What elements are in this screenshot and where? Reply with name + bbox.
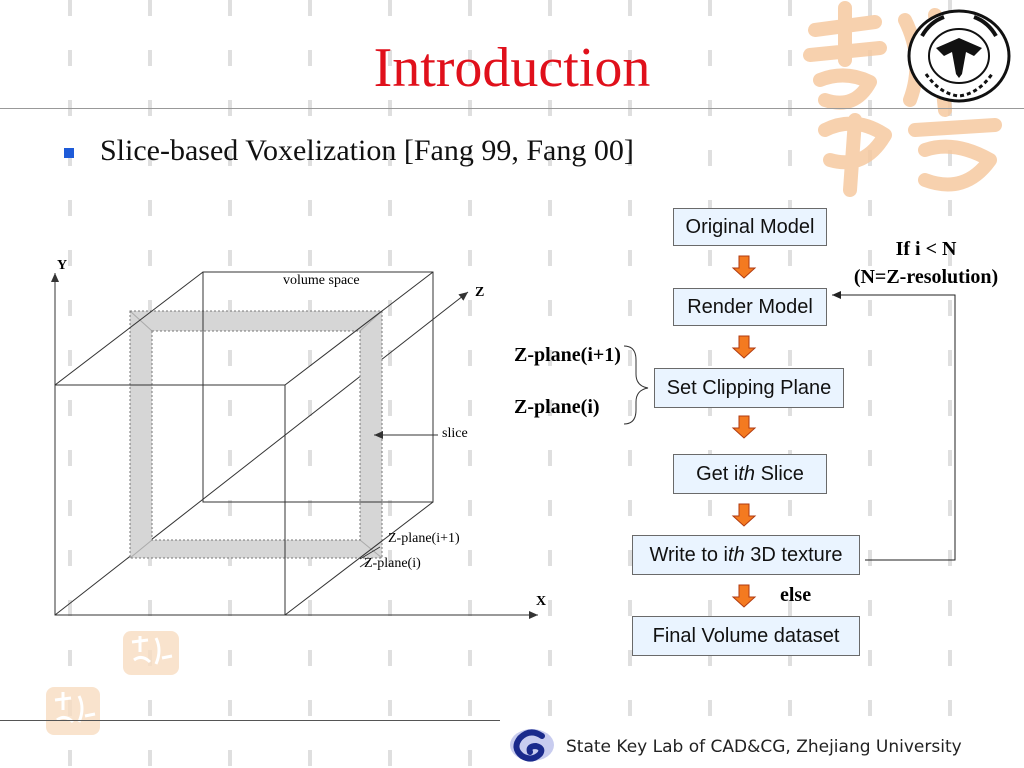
loop-back-line [832, 291, 956, 561]
down-arrow-icon [731, 503, 757, 527]
get-slice-text-pre: Get i [696, 462, 739, 485]
final-volume-box: Final Volume dataset [632, 616, 860, 656]
z-axis-label: Z [475, 285, 485, 300]
figure-zplane-i1-label: Z-plane(i+1) [388, 531, 460, 546]
condition-line1: If i < N [895, 238, 957, 260]
lab-swirl-logo-icon [510, 729, 554, 762]
write-text-pre: Write to i [649, 543, 729, 566]
down-arrow-icon [731, 584, 757, 608]
stamp-watermark-icon [46, 687, 100, 735]
bullet-text: Slice-based Voxelization [Fang 99, Fang … [100, 134, 634, 167]
flow-zplane-i1-label: Z-plane(i+1) [514, 344, 621, 366]
write-text-em: th [728, 543, 745, 566]
get-slice-text-em: th [738, 462, 756, 485]
else-label: else [780, 584, 812, 606]
y-axis-label: Y [57, 258, 68, 273]
down-arrow-icon [731, 255, 757, 279]
slice-band [130, 311, 382, 558]
z-plane-brace [623, 345, 649, 425]
condition-line2: (N=Z-resolution) [853, 266, 999, 288]
slice-label: slice [442, 426, 468, 441]
calligraphy-watermark [803, 1, 1002, 197]
x-axis-label: X [536, 594, 547, 609]
stamp-watermark-icon [123, 631, 179, 675]
flow-zplane-i-label: Z-plane(i) [514, 396, 600, 418]
z-axis-line [54, 291, 469, 616]
slide-title: Introduction [373, 37, 651, 99]
render-model-box: Render Model [673, 288, 827, 326]
write-text-post: 3D texture [744, 543, 843, 566]
down-arrow-icon [731, 415, 757, 439]
set-clipping-plane-box: Set Clipping Plane [654, 368, 844, 408]
lab-name-text: State Key Lab of CAD&CG, Zhejiang Univer… [566, 737, 962, 757]
get-slice-text-post: Slice [755, 462, 804, 485]
title-divider [0, 108, 1024, 109]
footer-panel [500, 718, 1024, 768]
down-arrow-icon [731, 335, 757, 359]
flowchart-connectors [623, 255, 956, 608]
university-seal-icon [907, 9, 1011, 103]
figure-zplane-i-label: Z-plane(i) [364, 556, 421, 571]
original-model-box: Original Model [673, 208, 827, 246]
volume-space-label: volume space [283, 273, 360, 288]
bullet-square-icon [64, 148, 74, 158]
volume-figure [51, 271, 538, 619]
